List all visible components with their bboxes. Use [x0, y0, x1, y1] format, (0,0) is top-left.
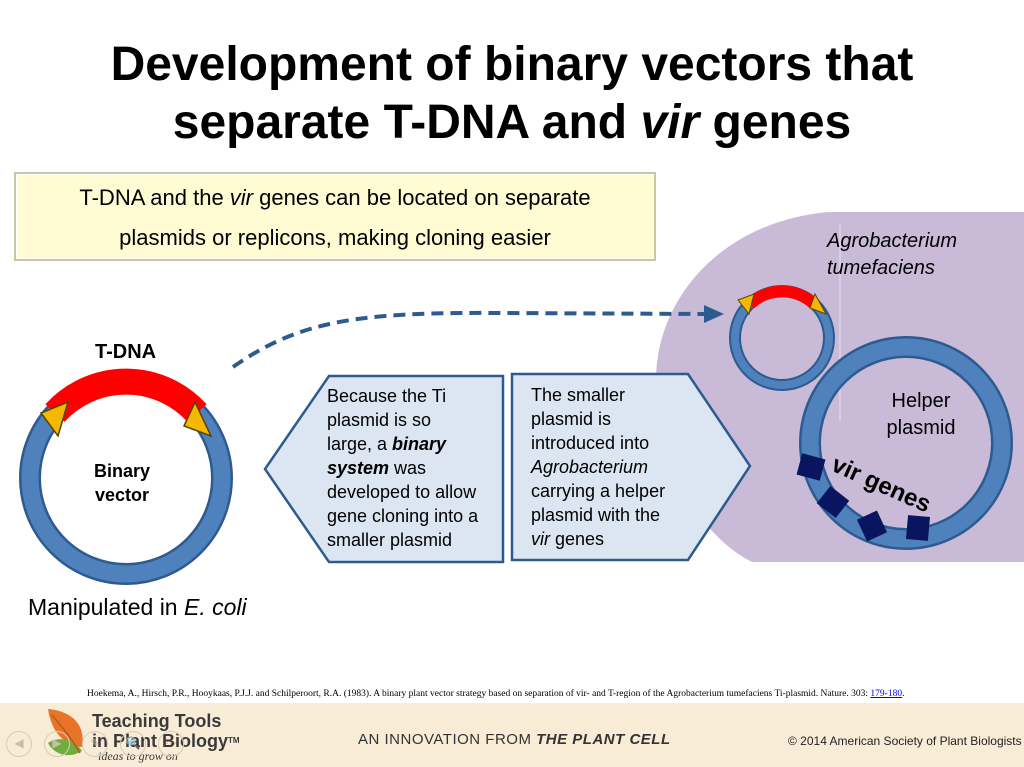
- vir-segment: [905, 515, 931, 541]
- tdna-right-border: [182, 400, 213, 438]
- left-box-bold: binary: [392, 434, 447, 454]
- binary-vector-tdna: [45, 368, 207, 423]
- right-box-line: Agrobacterium: [531, 455, 665, 479]
- right-box-line: The smaller: [531, 385, 626, 405]
- more-options-icon[interactable]: ⋯: [158, 731, 184, 757]
- pen-icon[interactable]: ✎: [82, 731, 108, 757]
- small-tdna-right-border: [809, 292, 828, 315]
- small-plasmid-tdna: [745, 285, 819, 309]
- helper-plasmid-ring: [801, 338, 1011, 548]
- small-tdna-left-border: [737, 293, 755, 316]
- vir-segment: [816, 485, 850, 519]
- ecoli-caption: Manipulated in E. coli: [28, 594, 247, 621]
- agro-line1: Agrobacterium: [827, 230, 958, 252]
- left-box-text: Because the Ti plasmid is so large, a bi…: [327, 384, 478, 552]
- left-box-line: Because the Ti: [327, 386, 447, 406]
- left-box-bold: system: [327, 458, 390, 478]
- callout-line-2: plasmids or replicons, making cloning ea…: [119, 225, 551, 250]
- caption-italic: E. coli: [184, 594, 247, 620]
- footer-bar: Teaching Tools in Plant BiologyTM ideas …: [0, 703, 1024, 767]
- transfer-arrow-head: [704, 305, 724, 323]
- left-box-line: large, a binary: [327, 432, 478, 456]
- trademark: TM: [228, 736, 240, 745]
- right-box-text: The smaller plasmid is introduced into A…: [531, 383, 665, 551]
- footer-copyright: © 2014 American Society of Plant Biologi…: [788, 734, 1022, 748]
- footer-innovation: AN INNOVATION FROM THE PLANT CELL: [358, 731, 671, 748]
- right-box-line: introduced into: [531, 433, 650, 453]
- citation-end: .: [902, 689, 905, 699]
- right-box-line: carrying a helper: [531, 481, 666, 501]
- innovation-pre: AN INNOVATION FROM: [358, 731, 537, 748]
- vir-segment: [796, 453, 826, 481]
- right-box-line: plasmid with the: [531, 505, 661, 525]
- helper-line1: Helper: [891, 390, 951, 412]
- agrobacterium-label: Agrobacterium tumefaciens: [827, 228, 957, 282]
- callout-part2: genes can be located on separate: [253, 185, 591, 210]
- tdna-left-border: [39, 400, 70, 438]
- brand-line1: Teaching Tools: [92, 711, 222, 731]
- left-box-text-part: large, a: [327, 434, 393, 454]
- transfer-arrow: [231, 310, 707, 369]
- callout-part1: T-DNA and the: [79, 185, 230, 210]
- left-box-line: plasmid is so: [327, 410, 432, 430]
- right-box-italic: Agrobacterium: [531, 457, 649, 477]
- helper-line2: plasmid: [886, 417, 956, 439]
- innovation-bold: THE PLANT CELL: [536, 731, 671, 748]
- binary-vector-line1: Binary: [93, 461, 151, 481]
- title-line-2-italic: vir: [640, 96, 700, 149]
- right-box-line: vir genes: [531, 527, 665, 551]
- citation: Hoekema, A., Hirsch, P.R., Hooykaas, P.J…: [87, 689, 904, 699]
- right-explanation-box: [510, 372, 752, 562]
- left-box-line: smaller plasmid: [327, 530, 453, 550]
- agro-line2: tumefaciens: [827, 257, 935, 279]
- right-box-italic: vir: [531, 529, 550, 549]
- title-line-1: Development of binary vectors that: [110, 38, 914, 91]
- slide-title: Development of binary vectors that separ…: [0, 36, 1024, 152]
- tdna-label: T-DNA: [95, 341, 157, 363]
- title-line-2-post: genes: [699, 96, 852, 149]
- helper-plasmid-label: Helper plasmid: [866, 388, 976, 442]
- right-box-line: plasmid is: [531, 409, 612, 429]
- citation-link[interactable]: 179-180: [870, 689, 903, 699]
- vir-segment: [856, 510, 888, 542]
- left-box-line: developed to allow: [327, 482, 477, 502]
- zoom-icon[interactable]: 🔍: [120, 731, 146, 757]
- left-box-text-part: was: [389, 458, 427, 478]
- citation-text: Hoekema, A., Hirsch, P.R., Hooykaas, P.J…: [87, 689, 871, 699]
- next-slide-icon[interactable]: ▶: [44, 731, 70, 757]
- callout-box: T-DNA and the vir genes can be located o…: [14, 172, 656, 261]
- left-box-line: gene cloning into a: [327, 506, 479, 526]
- callout-italic: vir: [229, 185, 254, 210]
- caption-pre: Manipulated in: [28, 594, 184, 620]
- vir-gene-segments: [796, 453, 931, 542]
- left-box-line: system was: [327, 456, 478, 480]
- diagram-canvas: vir genes: [19, 212, 1024, 585]
- previous-slide-icon[interactable]: ◀: [6, 731, 32, 757]
- binary-vector-line2: vector: [94, 485, 150, 505]
- binary-vector-label: Binary vector: [72, 459, 172, 507]
- callout-line-1: T-DNA and the vir genes can be located o…: [16, 178, 654, 218]
- left-explanation-box: [263, 374, 505, 564]
- title-line-2-pre: separate T-DNA and: [172, 96, 641, 149]
- right-box-text-part: genes: [550, 529, 605, 549]
- title-line-2: separate T-DNA and vir genes: [0, 94, 1024, 152]
